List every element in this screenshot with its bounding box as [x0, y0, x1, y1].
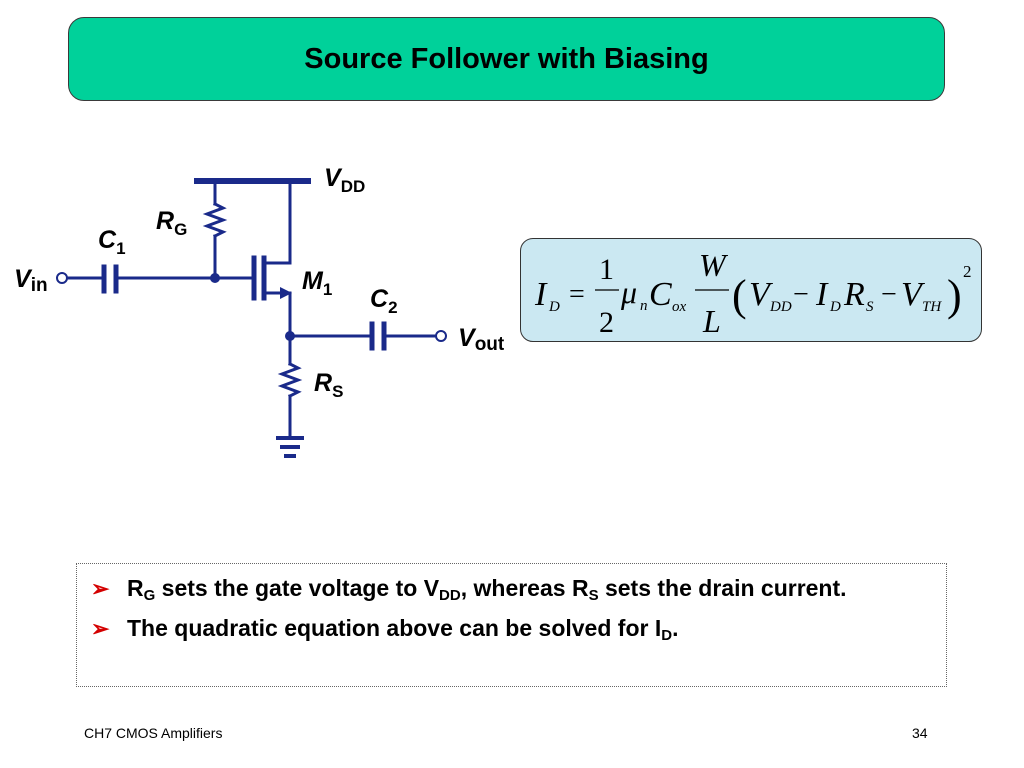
right-paren: )	[947, 271, 962, 320]
rs-resistor	[277, 361, 303, 399]
id2-symbol: I	[815, 276, 829, 313]
vdd-subscript: DD	[769, 299, 792, 315]
left-paren: (	[732, 271, 747, 320]
gate-node-dot	[210, 273, 220, 283]
page-number: 34	[912, 725, 928, 741]
rg-resistor	[202, 201, 228, 239]
cox-symbol: C	[649, 276, 672, 313]
id-symbol: I	[534, 276, 548, 313]
minus-sign-1: −	[793, 279, 809, 310]
frac-half-numerator: 1	[599, 253, 614, 286]
m1-label: M1	[302, 267, 332, 299]
minus-sign-2: −	[881, 279, 897, 310]
formula-box: I D = 1 2 μ n C ox W L ( V DD − I D R S …	[520, 238, 982, 342]
bullet-item-2: ➢ The quadratic equation above can be so…	[91, 615, 679, 644]
cox-subscript: ox	[672, 299, 687, 315]
mu-symbol: μ	[620, 274, 637, 310]
source-node-dot	[285, 331, 295, 341]
c1-label: C1	[98, 226, 126, 258]
source-follower-schematic: VDD RG C1 Vin M1 C2 Vout RS	[14, 164, 505, 458]
bullet-list: ➢ RG sets the gate voltage to VDD, where…	[76, 563, 947, 687]
vout-terminal	[435, 330, 447, 342]
rs-label: RS	[314, 369, 343, 401]
id-subscript: D	[548, 299, 560, 315]
arrow-bullet-icon: ➢	[91, 616, 110, 641]
vin-label: Vin	[14, 265, 48, 296]
drain-current-equation: I D = 1 2 μ n C ox W L ( V DD − I D R S …	[534, 247, 972, 339]
frac-half-denominator: 2	[599, 306, 614, 339]
vin-terminal	[56, 272, 68, 284]
equals-sign: =	[569, 279, 585, 310]
footer-course-label: CH7 CMOS Amplifiers	[84, 725, 223, 741]
frac-wl-numerator: W	[699, 247, 729, 283]
rs-subscript: S	[866, 299, 874, 315]
frac-wl-denominator: L	[702, 303, 721, 339]
vdd-label: VDD	[324, 164, 365, 196]
mu-subscript: n	[640, 298, 648, 314]
bullet-item-1: ➢ RG sets the gate voltage to VDD, where…	[91, 575, 847, 604]
vth-subscript: TH	[922, 299, 942, 315]
rs-symbol: R	[843, 276, 865, 313]
c2-label: C2	[370, 285, 398, 317]
title-box: Source Follower with Biasing	[68, 17, 945, 101]
m1-source-arrow	[280, 287, 292, 299]
slide-title: Source Follower with Biasing	[304, 42, 709, 75]
vout-label: Vout	[458, 324, 505, 355]
exponent: 2	[963, 262, 972, 281]
rg-label: RG	[156, 207, 187, 239]
arrow-bullet-icon: ➢	[91, 576, 110, 601]
id2-subscript: D	[829, 299, 841, 315]
